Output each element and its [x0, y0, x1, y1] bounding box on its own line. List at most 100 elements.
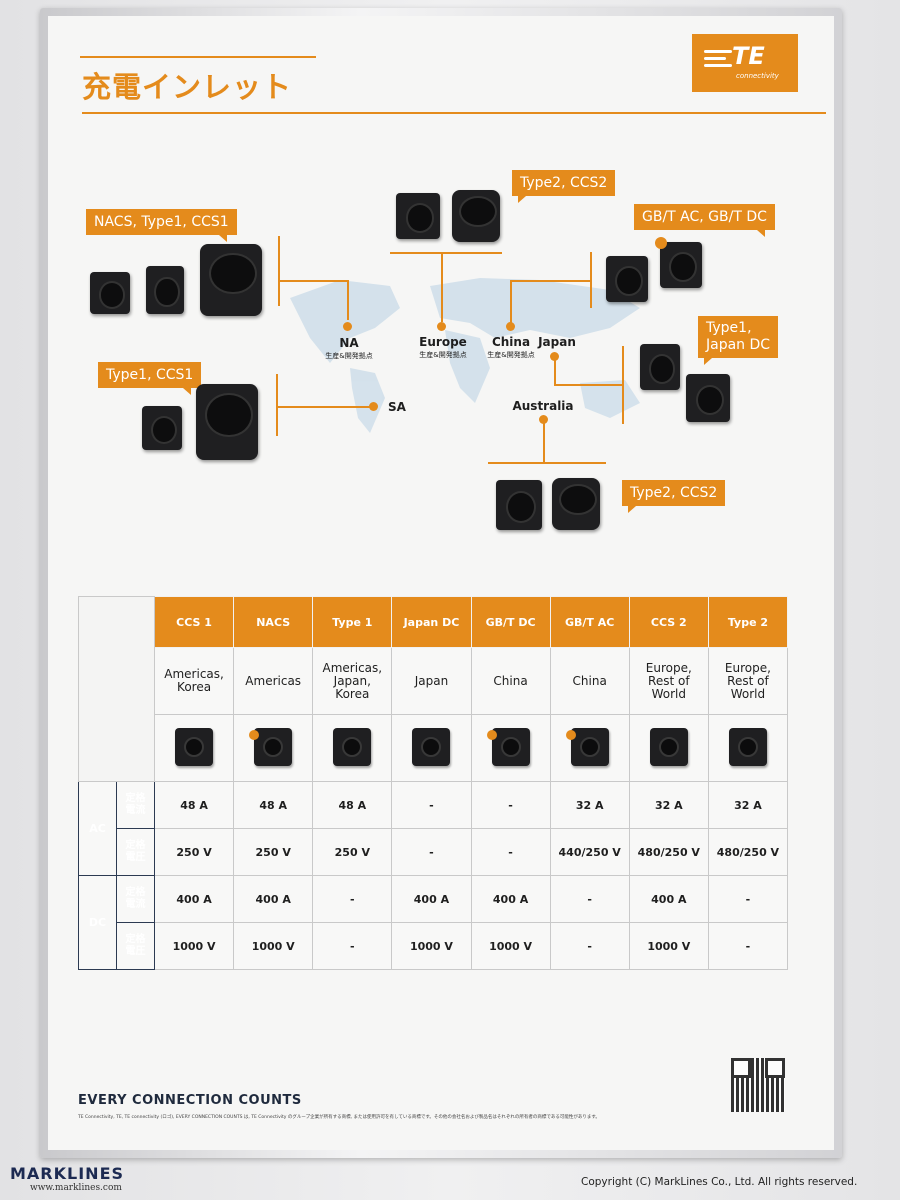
value-cell: 400 A	[470, 875, 551, 923]
region-cell: Japan	[391, 647, 472, 715]
value-cell: 1000 V	[628, 922, 709, 970]
tag-line: Japan DC	[706, 337, 771, 353]
tag-nacs-type1-ccs1: NACS, Type1, CCS1	[86, 209, 237, 242]
value-cell: 400 A	[153, 875, 235, 923]
region-label: NA	[339, 336, 359, 350]
sub-line: 定格	[125, 887, 146, 898]
type2-connector-icon	[728, 727, 767, 766]
qr-code-icon[interactable]	[731, 1058, 785, 1112]
value-cell: 32 A	[707, 781, 789, 829]
col-header: CCS 1	[153, 596, 235, 648]
sub-line: 電流	[125, 899, 146, 910]
poster-board	[48, 16, 834, 1150]
image-cell	[153, 714, 235, 782]
gbt-ac-inlet-image	[606, 256, 648, 302]
rated-current-label: 定格電流	[116, 781, 155, 829]
sub-line: 定格	[125, 793, 146, 804]
region-sub: 生産&開発拠点	[325, 352, 373, 360]
image-cell	[549, 714, 630, 782]
connector-line	[390, 252, 502, 254]
region-sa: SA	[388, 400, 406, 414]
te-logo-stripes-icon	[704, 50, 732, 71]
tag-type2-ccs2-europe: Type2, CCS2	[512, 170, 616, 203]
connector-line	[278, 280, 348, 282]
image-cell	[233, 714, 314, 782]
rated-current-label: 定格電流	[116, 875, 155, 923]
col-header: GB/T DC	[470, 596, 551, 648]
tag-type1-ccs1-sa: Type1, CCS1	[98, 362, 202, 395]
value-cell: -	[312, 922, 393, 970]
type2-eu-inlet-image	[396, 193, 440, 239]
value-cell: 32 A	[628, 781, 709, 829]
location-dot-china	[506, 322, 515, 331]
connector-line	[276, 374, 278, 436]
ccs1-connector-icon	[175, 727, 214, 766]
world-map	[290, 278, 640, 433]
col-header: Type 2	[707, 596, 789, 648]
connector-line	[441, 252, 443, 322]
value-cell: 400 A	[391, 875, 472, 923]
location-dot-australia	[539, 415, 548, 424]
type1-jp-inlet-image	[640, 344, 680, 390]
value-cell: 400 A	[233, 875, 314, 923]
copyright-notice: Copyright (C) MarkLines Co., Ltd. All ri…	[581, 1176, 858, 1188]
value-cell: -	[707, 875, 789, 923]
table-image-row	[79, 714, 789, 782]
region-line: Europe,	[724, 660, 771, 675]
type1-connector-icon	[333, 727, 372, 766]
table-header-row: CCS 1 NACS Type 1 Japan DC GB/T DC GB/T …	[78, 596, 789, 782]
value-cell: -	[470, 781, 551, 829]
value-cell: -	[391, 828, 472, 876]
rated-voltage-label: 定格電圧	[116, 828, 155, 876]
region-cell: China	[549, 647, 630, 715]
japan-dc-connector-icon	[412, 727, 451, 766]
region-japan: Japan	[538, 335, 576, 349]
title-rule-top	[80, 56, 316, 58]
title-rule	[82, 112, 826, 114]
region-line: Japan,	[333, 673, 371, 688]
image-cell	[391, 714, 472, 782]
gbt-ac-connector-icon	[565, 727, 609, 766]
type2-au-inlet-image	[496, 480, 542, 530]
ccs2-au-inlet-image	[552, 478, 600, 530]
sub-line: 電圧	[125, 946, 146, 957]
te-logo-text: TE	[732, 42, 765, 70]
location-dot-sa	[369, 402, 378, 411]
region-line: Americas,	[322, 660, 383, 675]
value-cell: 400 A	[628, 875, 709, 923]
gbt-dc-inlet-image	[655, 237, 702, 288]
tag-type1-japan-dc: Type1,Japan DC	[698, 316, 779, 365]
value-cell: -	[470, 828, 551, 876]
connector-line	[622, 346, 624, 424]
region-sub: 生産&開発拠点	[487, 351, 535, 359]
ac-current-row: AC 定格電流 48 A 48 A 48 A - - 32 A 32 A 32 …	[78, 781, 789, 876]
col-header: Type 1	[312, 596, 393, 648]
value-cell: 440/250 V	[549, 828, 630, 876]
ccs1-sa-inlet-image	[196, 384, 258, 460]
ac-voltage-row: 定格電圧 250 V 250 V 250 V - - 440/250 V 480…	[79, 828, 789, 876]
value-cell: -	[549, 922, 630, 970]
value-cell: 250 V	[153, 828, 235, 876]
sub-line: 定格	[125, 840, 146, 851]
value-cell: 480/250 V	[628, 828, 709, 876]
sub-line: 電流	[125, 805, 146, 816]
japan-dc-inlet-image	[686, 374, 730, 422]
value-cell: 250 V	[312, 828, 393, 876]
table-corner	[78, 596, 155, 782]
value-cell: 48 A	[233, 781, 314, 829]
value-cell: -	[391, 781, 472, 829]
region-line: Rest of	[727, 673, 769, 688]
region-line: World	[651, 686, 686, 701]
fine-print: TE Connectivity, TE, TE connectivity (ロゴ…	[78, 1115, 598, 1120]
value-cell: 1000 V	[233, 922, 314, 970]
tag-gbt-ac-dc: GB/T AC, GB/T DC	[634, 204, 775, 237]
image-cell	[707, 714, 789, 782]
value-cell: -	[707, 922, 789, 970]
dc-current-row: DC 定格電流 400 A 400 A - 400 A 400 A - 400 …	[78, 875, 789, 970]
image-cell	[628, 714, 709, 782]
col-header: NACS	[233, 596, 314, 648]
tag-type2-ccs2-australia: Type2, CCS2	[622, 480, 726, 513]
dc-voltage-row: 定格電圧 1000 V 1000 V - 1000 V 1000 V - 100…	[79, 922, 789, 970]
value-cell: 48 A	[312, 781, 393, 829]
